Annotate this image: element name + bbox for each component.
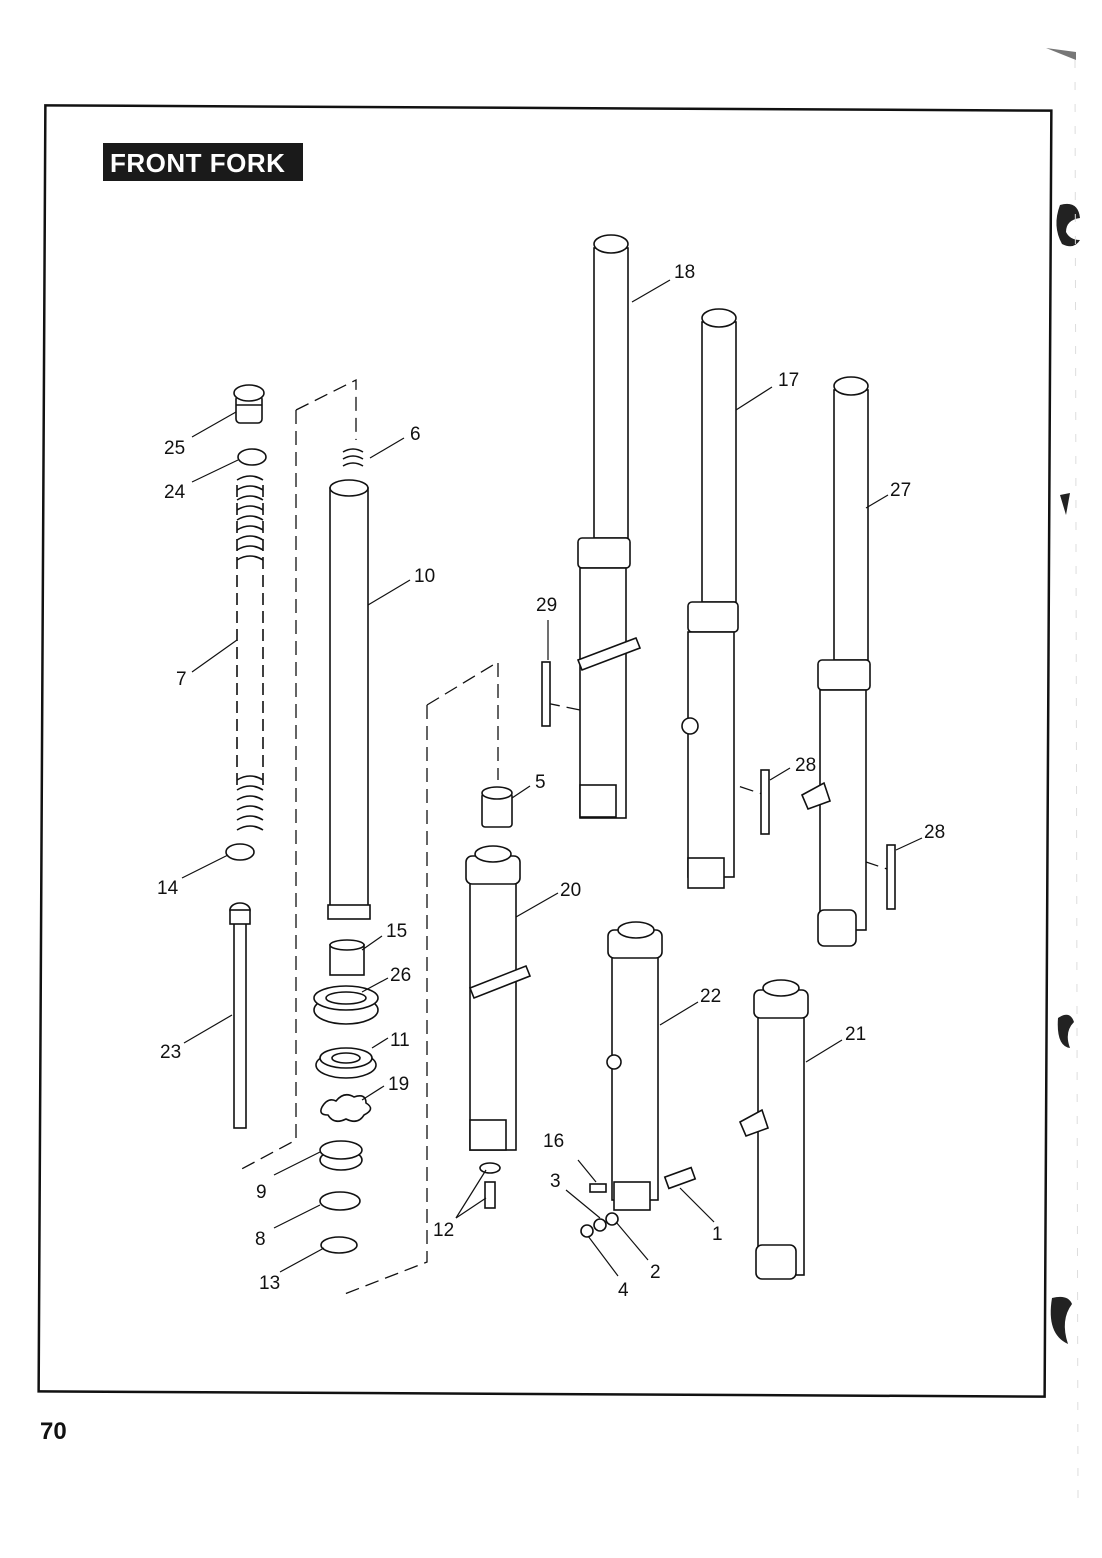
part-nut-4 (580, 1224, 594, 1238)
part-fork-cap (233, 384, 265, 424)
part-dust-cover (313, 985, 379, 1025)
part-guide-bushing (319, 1191, 361, 1211)
callout-9: 9 (256, 1182, 267, 1203)
part-slider-22 (606, 921, 663, 1211)
callout-24: 24 (164, 482, 186, 503)
part-slider-21 (738, 979, 809, 1280)
part-washer-2 (605, 1212, 619, 1226)
callout-14: 14 (157, 878, 179, 899)
callout-5: 5 (535, 772, 546, 793)
part-fork-assembly-17 (681, 308, 739, 889)
callout-17: 17 (778, 370, 799, 391)
callout-23: 23 (160, 1042, 181, 1063)
callout-26: 26 (390, 965, 411, 986)
callout-13: 13 (259, 1273, 280, 1294)
part-fork-assembly-27 (800, 376, 871, 947)
part-damper-rod (229, 902, 251, 1129)
callout-4: 4 (618, 1280, 629, 1301)
part-damper-cylinder (481, 786, 513, 828)
part-slider-20 (465, 845, 532, 1151)
part-fork-spring (236, 475, 264, 831)
title-banner: FRONT FORK (103, 143, 303, 181)
callout-18: 18 (674, 262, 695, 283)
part-bracket-28a (760, 769, 770, 835)
callout-27: 27 (890, 480, 911, 501)
callout-20: 20 (560, 880, 581, 901)
binder-edge-marks (1046, 48, 1080, 1501)
page-number: 70 (40, 1418, 67, 1445)
part-slide-bushing (320, 1236, 358, 1254)
part-rebound-spring (342, 448, 364, 467)
diagram-title: FRONT FORK (110, 148, 285, 178)
callout-29: 29 (536, 595, 557, 616)
part-seal-spacer (319, 1140, 363, 1171)
part-drain-screw (479, 1162, 501, 1209)
part-oil-seal (315, 1047, 377, 1079)
part-spring-spacer (225, 843, 255, 861)
part-fork-tube-10 (327, 479, 371, 920)
callout-16: 16 (543, 1131, 564, 1152)
callout-7: 7 (176, 669, 187, 690)
part-bracket-29 (541, 661, 551, 727)
part-washer-3 (593, 1218, 607, 1232)
diagram-border (37, 104, 1053, 1398)
part-slider-bushing (329, 939, 365, 976)
callout-2: 2 (650, 1262, 661, 1283)
callout-15: 15 (386, 921, 407, 942)
callout-19: 19 (388, 1074, 409, 1095)
callout-10: 10 (414, 566, 435, 587)
callout-1: 1 (712, 1224, 723, 1245)
part-bracket-28b (886, 844, 896, 910)
part-axle-screw (663, 1166, 697, 1190)
callout-11: 11 (390, 1030, 410, 1051)
callout-3: 3 (550, 1171, 561, 1192)
callout-6: 6 (410, 424, 421, 445)
part-pinch-bolt (589, 1183, 607, 1193)
part-o-ring (237, 448, 267, 466)
callout-22: 22 (700, 986, 721, 1007)
leader-lines (181, 279, 923, 1277)
part-fork-assembly-18 (576, 234, 642, 819)
callout-28a: 28 (795, 755, 816, 776)
right-parts (465, 234, 896, 1280)
callout-labels: 1 2 3 4 5 6 7 8 9 10 11 12 13 14 15 16 1… (157, 262, 945, 1301)
left-parts (225, 384, 513, 1254)
callout-8: 8 (255, 1229, 266, 1250)
part-retaining-ring (320, 1093, 372, 1123)
callout-21: 21 (845, 1024, 866, 1045)
callout-25: 25 (164, 438, 185, 459)
callout-28b: 28 (924, 822, 945, 843)
callout-12: 12 (433, 1220, 454, 1241)
